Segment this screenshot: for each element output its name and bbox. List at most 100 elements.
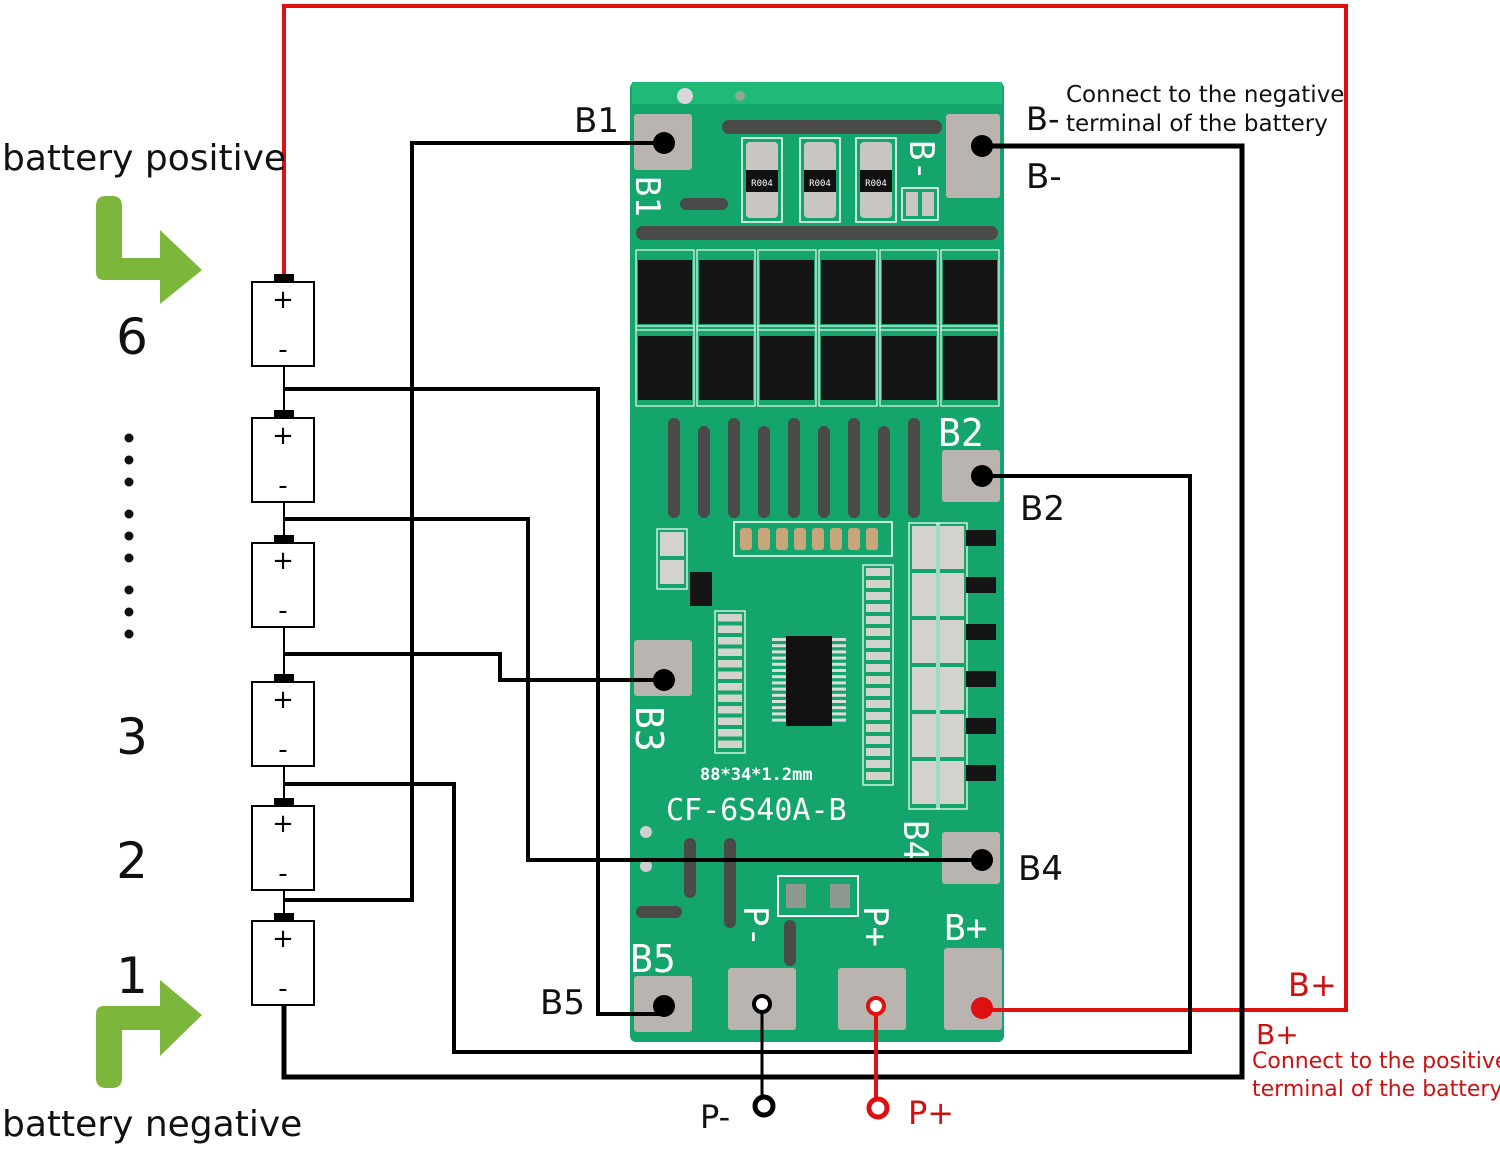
cell-body [251, 542, 315, 628]
solder-strip [758, 426, 770, 518]
label-b-minus-header: B- [1026, 100, 1060, 138]
battery-cell: +- [251, 410, 315, 535]
smd-component [718, 637, 742, 645]
smd-component [912, 761, 936, 804]
smd-component [718, 625, 742, 633]
ellipsis-dot [124, 455, 134, 465]
silk-b3: B3 [627, 706, 671, 752]
silk-b-plus: B+ [944, 908, 987, 949]
wire-b-minus [281, 143, 1245, 1080]
smd-resistor [848, 528, 860, 550]
smd-component [866, 688, 890, 696]
cell-minus-sign: - [278, 974, 287, 1004]
mosfet [638, 336, 692, 400]
solder-strip [818, 426, 830, 518]
silk-p-plus: P+ [855, 906, 895, 947]
silk-b5: B5 [630, 937, 676, 981]
resistor-columns [656, 522, 996, 810]
cell-body [251, 805, 315, 891]
cell-minus-sign: - [278, 335, 287, 365]
smd-component [718, 671, 742, 679]
smd-component [912, 573, 936, 616]
b-minus-note-line2: terminal of the battery [1066, 111, 1328, 137]
resistor-code: R004 [809, 179, 831, 189]
silk-b1: B1 [627, 176, 667, 217]
wire-b3 [284, 652, 664, 682]
protection-ic [772, 636, 846, 726]
solder-strip [788, 418, 800, 518]
cell-body [251, 920, 315, 1006]
solder-strip [636, 906, 682, 918]
mosfet [821, 336, 875, 400]
resistor-row [733, 521, 893, 557]
b-plus-note-line1: Connect to the positive [1252, 1049, 1500, 1074]
cell-terminal [274, 798, 294, 806]
mosfet [699, 336, 753, 400]
smd-component [866, 700, 890, 708]
pcb-board: R004 R004 R004 [627, 82, 1004, 1042]
terminal-dot-b5 [653, 995, 675, 1017]
cell-terminal [274, 410, 294, 418]
small-component [922, 192, 934, 216]
output-terminal-p-minus [752, 1094, 776, 1118]
silk-b4: B4 [895, 820, 935, 861]
label-b-plus: B+ [1288, 966, 1337, 1004]
smd-component [866, 724, 890, 732]
smd-component [866, 628, 890, 636]
smd-component [940, 714, 964, 757]
battery-cell: +-1 [116, 913, 315, 1006]
wires [281, 4, 1348, 1098]
solder-strip [698, 426, 710, 518]
mounting-hole [640, 826, 652, 838]
b-plus-note-line2: terminal of the battery [1252, 1077, 1500, 1102]
ellipsis-dot [124, 553, 134, 563]
solder-strip [722, 120, 942, 134]
arrow-battery-positive-icon [96, 196, 202, 304]
diode-pad [830, 884, 850, 908]
wire-battery-positive-to-b-plus [282, 4, 1348, 1012]
smd-resistor [866, 528, 878, 550]
silk-p-minus: P- [735, 906, 775, 947]
smd-component [912, 620, 936, 663]
solder-strip [784, 920, 796, 966]
ellipsis-dot [124, 585, 134, 595]
smd-component [866, 676, 890, 684]
cell-minus-sign: - [278, 859, 287, 889]
terminal-dot-b2 [971, 465, 993, 487]
board-model: CF-6S40A-B [666, 793, 847, 828]
terminal-ring-p-minus [752, 994, 772, 1014]
terminal-dot-b3 [653, 669, 675, 691]
diode-pad [786, 884, 806, 908]
solder-strip [684, 838, 696, 898]
mosfet [882, 260, 936, 324]
smd-resistor [740, 528, 752, 550]
cell-terminal [274, 274, 294, 282]
label-b2: B2 [1020, 489, 1065, 529]
transistor [966, 530, 996, 546]
mounting-hole [640, 860, 652, 872]
smd-component [866, 772, 890, 780]
wire-b4 [284, 517, 982, 862]
wire-b2 [284, 474, 1192, 1054]
mosfet-array [635, 249, 1000, 407]
label-battery-negative: battery negative [2, 1104, 302, 1145]
cell-terminal [274, 913, 294, 921]
terminal-dot-b-minus [971, 135, 993, 157]
cell-number: 1 [116, 947, 148, 1005]
solder-strip [728, 418, 740, 518]
smd-component [718, 717, 742, 725]
battery-cell: + - 2 [116, 798, 315, 913]
battery-cell: +-3 [116, 674, 315, 798]
smd-component [912, 667, 936, 710]
terminal-dot-b4 [971, 849, 993, 871]
label-b-plus-header: B+ [1256, 1018, 1299, 1051]
smd-component [718, 614, 742, 622]
terminal-dot-b-plus [971, 997, 993, 1019]
resistor-code: R004 [865, 179, 887, 189]
mosfet [943, 336, 997, 400]
cell-number: 2 [116, 832, 148, 890]
transistor [966, 577, 996, 593]
cell-plus-sign: + [272, 809, 294, 839]
smd-resistor [794, 528, 806, 550]
mosfet [821, 260, 875, 324]
